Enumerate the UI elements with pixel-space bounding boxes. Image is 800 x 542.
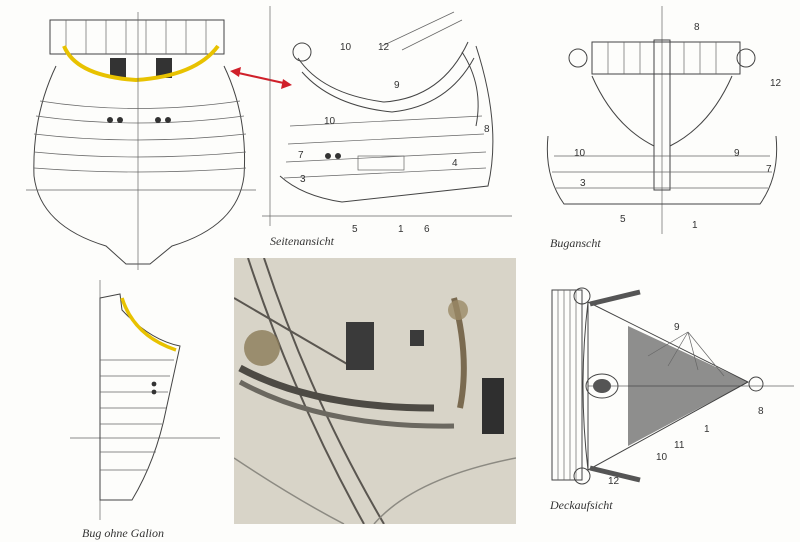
stern-view-drawing (26, 6, 256, 271)
side-callout-7: 7 (298, 150, 304, 161)
bow-callout-12: 12 (770, 78, 782, 89)
side-callout-4: 4 (452, 158, 458, 169)
caption-bow-view: Buganscht (550, 236, 601, 250)
deck-callout-10: 10 (656, 452, 668, 463)
deck-view-drawing: 9 8 1 11 10 12 (548, 286, 794, 498)
bow-callout-1: 1 (692, 220, 698, 231)
bow-callout-10: 10 (574, 148, 586, 159)
side-callout-6: 6 (424, 224, 430, 234)
side-callout-3: 3 (300, 174, 306, 185)
side-callout-1: 1 (398, 224, 404, 234)
red-arrow (228, 64, 296, 92)
bow-view-drawing: 8 12 10 9 7 3 5 1 (534, 6, 790, 234)
model-photo (234, 258, 516, 524)
side-callout-10: 10 (340, 42, 352, 53)
deck-callout-1: 1 (704, 424, 710, 435)
caption-deck-view: Deckaufsicht (550, 498, 613, 512)
bow-callout-8: 8 (694, 22, 700, 33)
bow-callout-9: 9 (734, 148, 740, 159)
caption-bow-without-galion: Bug ohne Galion (82, 526, 164, 540)
side-view-drawing: 10 12 9 8 10 7 4 3 5 1 6 (262, 6, 512, 234)
side-callout-8: 8 (484, 124, 490, 135)
side-callout-10-lower: 10 (324, 116, 336, 127)
bow-callout-5: 5 (620, 214, 626, 225)
side-callout-5: 5 (352, 224, 358, 234)
bow-without-galion-drawing (70, 280, 220, 520)
deck-callout-8: 8 (758, 406, 764, 417)
deck-callout-11: 11 (674, 440, 685, 451)
bow-callout-3: 3 (580, 178, 586, 189)
bow-callout-7: 7 (766, 164, 772, 175)
deck-callout-9: 9 (674, 322, 680, 333)
deck-callout-12: 12 (608, 476, 620, 487)
caption-side-view: Seitenansicht (270, 234, 334, 248)
side-callout-12: 12 (378, 42, 390, 53)
side-callout-9: 9 (394, 80, 400, 91)
